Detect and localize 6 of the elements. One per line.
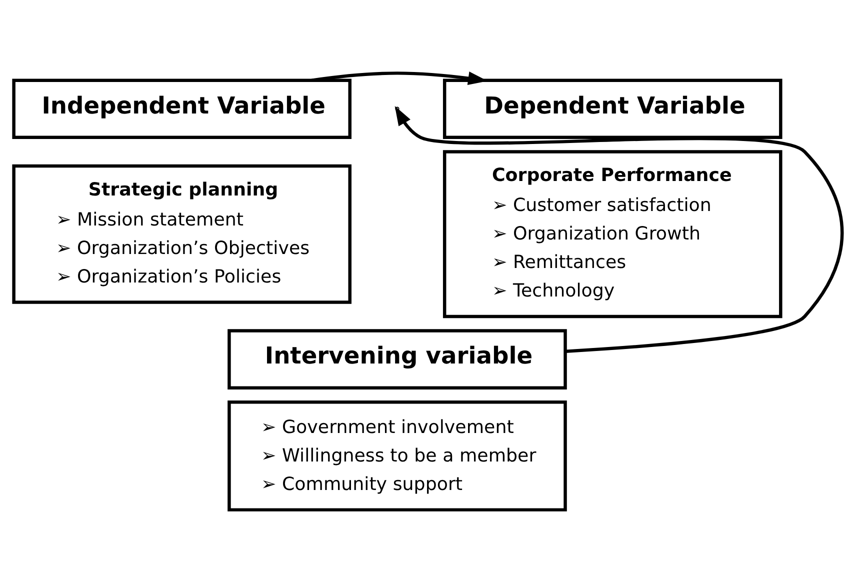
node-box: Corporate Performance ➢ Customer satisfaction ➢ Organization Growth ➢ Remittances ➢ Technology: [442, 150, 782, 318]
node-box: Intervening variable: [228, 328, 567, 389]
node-box: Strategic planning ➢ Mission statement ➢ Organization’s Objectives ➢ Organization’s Policies: [12, 164, 352, 304]
node-box: Dependent Variable: [442, 78, 782, 139]
node-box: Independent Variable: [12, 78, 352, 139]
node-box: ➢ Government involvement ➢ Willingness to be a member ➢ Community support: [228, 400, 567, 511]
